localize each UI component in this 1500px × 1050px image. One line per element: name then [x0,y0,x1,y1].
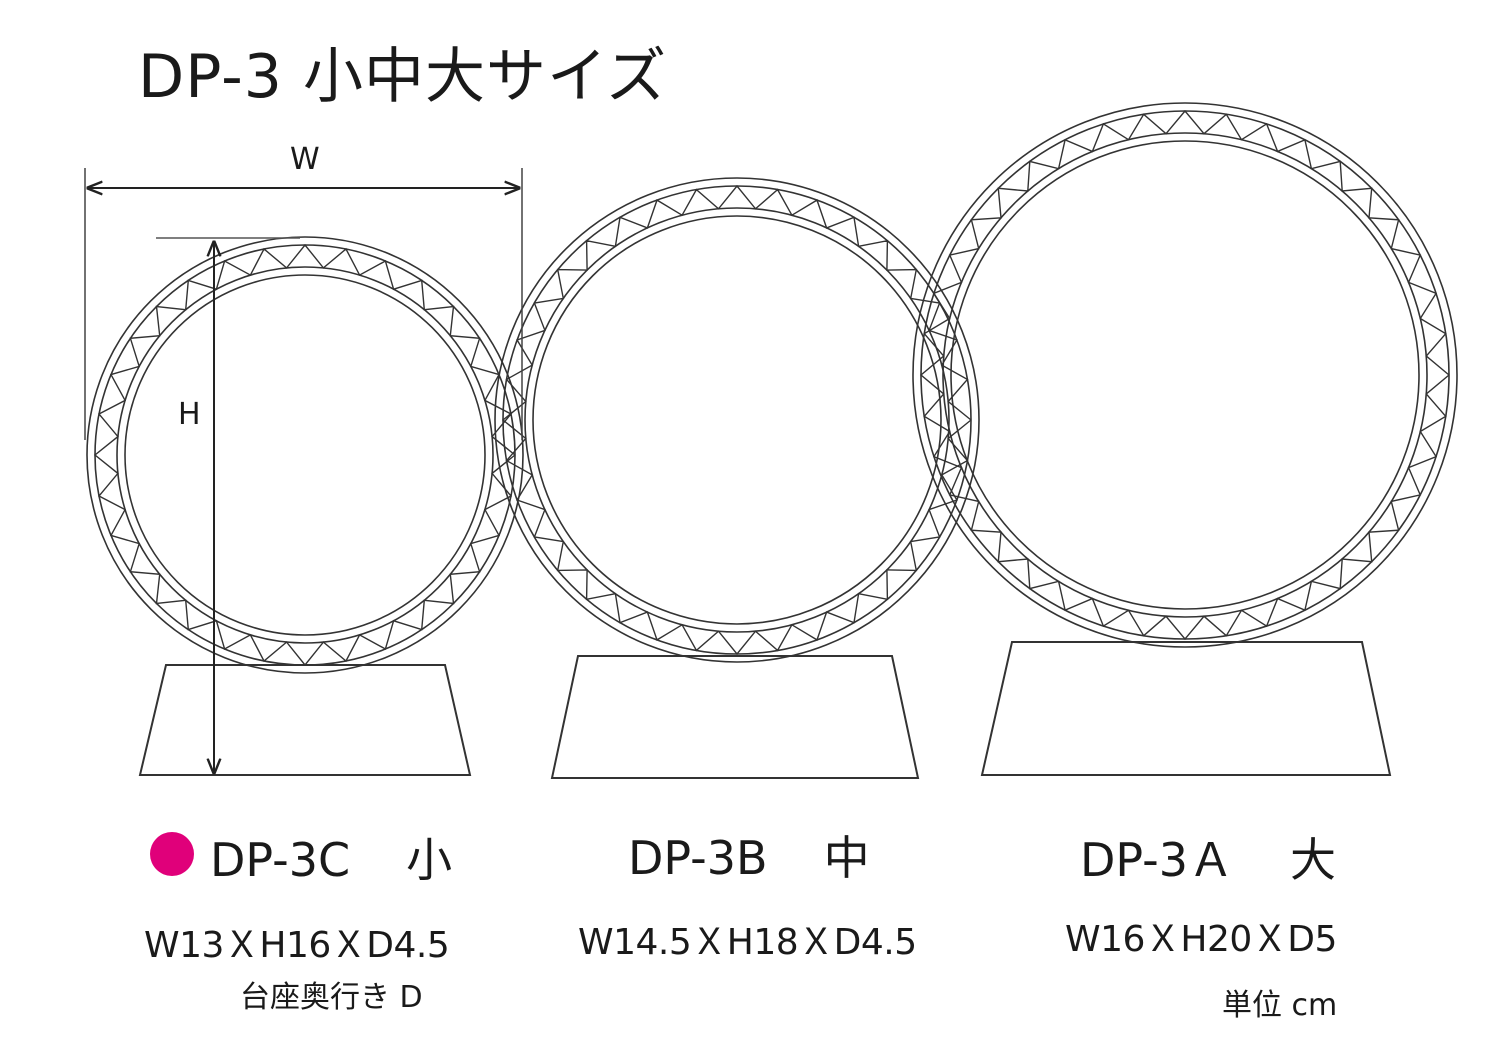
width-dimension [84,168,523,440]
base-depth-note: 台座奥行き D [240,980,423,1015]
page-title: DP-3 小中大サイズ [138,42,668,112]
dimensions-large: W16ＸH20ＸD5 [1065,919,1337,960]
magenta-dot-icon [150,832,194,876]
base-small [138,664,472,776]
width-label: W [290,142,320,177]
ring-medium [494,177,980,663]
base-large [980,641,1392,776]
dimensions-medium: W14.5ＸH18ＸD4.5 [578,922,917,963]
ring-small [86,236,524,674]
dimensions-small: W13ＸH16ＸD4.5 [144,925,450,966]
base-medium [550,655,920,779]
unit-note: 単位 cm [1222,988,1338,1023]
height-label: H [178,397,201,432]
ring-large [912,102,1458,648]
height-dimension [156,237,300,773]
